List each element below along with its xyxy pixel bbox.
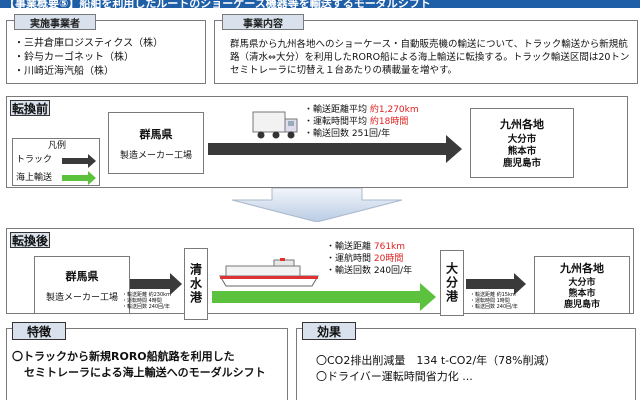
transition-arrow <box>231 187 403 223</box>
before-time-value: 約18時間 <box>369 117 409 127</box>
after-label: 転換後 <box>10 232 50 248</box>
after-leg1-arrow <box>130 279 170 289</box>
truck-icon <box>252 110 300 140</box>
legend-sea-arrow <box>62 175 88 181</box>
before-destination-city: 熊本市 <box>507 146 537 157</box>
content-text-2: 輸送区間は20トンセミトレーラに切替え１台あたりの積載量を増やす。 <box>230 52 630 76</box>
before-count: ・輸送回数 251回/年 <box>304 129 391 139</box>
after-time-label: ・運航時間 <box>326 254 374 264</box>
content-label: 事業内容 <box>222 14 304 30</box>
after-leg3-note: ・運転時間 1時間 <box>470 298 510 304</box>
features-line-1: 〇トラックから新規RORO船航路を利用した <box>12 350 235 363</box>
after-origin-prefecture: 群馬県 <box>65 269 99 283</box>
header-bar <box>0 0 640 8</box>
after-destination-box: 九州各地 大分市 熊本市 鹿児島市 <box>534 256 630 314</box>
before-destination-city: 大分市 <box>507 134 537 145</box>
operator-item: ・鈴与カーゴネット（株） <box>14 52 134 63</box>
effects-line-1: 〇CO2排出削減量 134 t-CO2/年（78%削減） <box>316 354 556 367</box>
after-leg3-note: ・輸送回数 240回/年 <box>470 304 518 310</box>
before-destination-city: 鹿児島市 <box>502 158 541 169</box>
after-leg1-arrowhead <box>170 273 182 295</box>
after-sea-arrow <box>212 291 420 303</box>
after-leg1-notes: ・輸送距離 約230km ・運転時間 4時間 ・輸送回数 240回/年 <box>122 292 171 310</box>
operators-box <box>6 20 206 84</box>
port-oita: 大分港 <box>440 250 464 316</box>
content-box <box>214 20 638 84</box>
before-destination-box: 九州各地 大分市 熊本市 鹿児島市 <box>470 108 574 178</box>
after-distance-value: 761km <box>373 242 406 252</box>
legend-title: 凡例 <box>48 141 67 151</box>
features-box <box>6 328 288 400</box>
page-title: 【事業概要⑤】船舶を利用したルートのショーケース機器等を輸送するモーダルシフト <box>4 0 431 10</box>
after-leg1-note: ・輸送回数 240回/年 <box>122 304 170 310</box>
before-distance-label: ・輸送距離平均 <box>304 105 370 115</box>
operator-item: ・川崎近海汽船（株） <box>14 66 114 77</box>
before-time-label: ・運転時間平均 <box>304 117 370 127</box>
before-label: 転換前 <box>10 100 50 116</box>
after-leg1-note: ・輸送距離 約230km <box>122 292 171 298</box>
after-leg3-arrowhead <box>514 273 526 295</box>
ship-icon <box>218 258 322 288</box>
after-origin-box: 群馬県 製造メーカー工場 <box>34 256 130 314</box>
legend-sea-arrowhead <box>88 171 96 185</box>
after-destination-city: 熊本市 <box>568 288 596 299</box>
after-leg1-note: ・運転時間 4時間 <box>122 298 162 304</box>
legend-truck-arrow <box>62 158 88 164</box>
after-destination-city: 大分市 <box>568 277 596 288</box>
after-leg3-arrow <box>466 279 514 289</box>
after-time-value: 20時間 <box>373 254 404 264</box>
before-truck-arrow <box>208 143 446 155</box>
before-origin-factory: 製造メーカー工場 <box>119 150 192 161</box>
after-count: ・輸送回数 240回/年 <box>326 266 413 276</box>
legend-truck-label: トラック <box>16 155 53 165</box>
features-line-2: セミトレーラによる海上輸送へのモーダルシフト <box>24 366 266 379</box>
content-text: 群馬県から九州各地へのショーケース・自動販売機の輸送について、トラック輸送から新… <box>230 38 632 77</box>
before-distance-value: 約1,270km <box>369 105 419 115</box>
after-leg3-note: ・輸送距離 約15km <box>470 292 516 298</box>
after-destination-city: 鹿児島市 <box>563 299 600 310</box>
before-destination-title: 九州各地 <box>500 118 544 131</box>
operator-item: ・三井倉庫ロジスティクス（株） <box>14 38 164 49</box>
effects-label: 効果 <box>302 322 356 340</box>
after-sea-arrowhead <box>420 283 436 311</box>
effects-box <box>296 328 636 400</box>
legend-sea-label: 海上輸送 <box>16 173 53 183</box>
after-origin-factory: 製造メーカー工場 <box>45 292 118 303</box>
before-origin-prefecture: 群馬県 <box>139 127 173 141</box>
after-stats: ・輸送距離 761km ・運航時間 20時間 ・輸送回数 240回/年 <box>326 241 446 277</box>
before-stats: ・輸送距離平均 約1,270km ・運転時間平均 約18時間 ・輸送回数 251… <box>304 104 432 140</box>
before-origin-box: 群馬県 製造メーカー工場 <box>108 112 204 174</box>
after-distance-label: ・輸送距離 <box>326 242 374 252</box>
features-label: 特徴 <box>12 322 66 340</box>
effects-line-2: 〇ドライバー運転時間省力化 ... <box>316 370 473 383</box>
before-truck-arrowhead <box>446 135 462 163</box>
after-leg3-notes: ・輸送距離 約15km ・運転時間 1時間 ・輸送回数 240回/年 <box>470 292 518 310</box>
legend-truck-arrowhead <box>88 154 96 168</box>
after-destination-title: 九州各地 <box>560 261 604 275</box>
content-text-1: 群馬県から九州各地へのショーケース・自動販売機の輸送について、トラック輸送から新… <box>230 39 628 63</box>
port-shimizu: 清水港 <box>184 248 208 320</box>
operators-label: 実施事業者 <box>14 14 96 30</box>
